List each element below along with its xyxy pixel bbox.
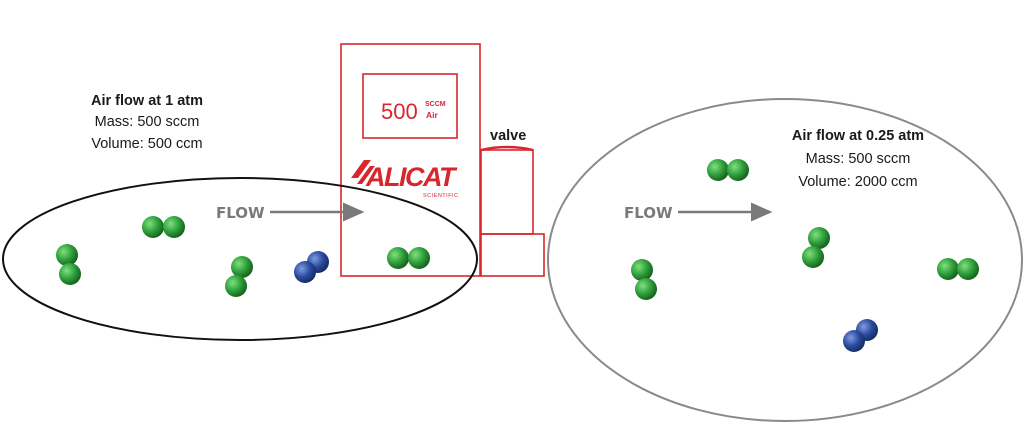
right-molecule-3 bbox=[631, 259, 657, 300]
valve-cap bbox=[480, 145, 534, 152]
brand-subtitle: SCIENTIFIC bbox=[423, 193, 459, 199]
right-volume: Volume: 2000 ccm bbox=[798, 174, 917, 190]
device-body bbox=[340, 43, 481, 277]
right-title: Air flow at 0.25 atm bbox=[792, 128, 924, 144]
right-mass: Mass: 500 sccm bbox=[806, 151, 911, 167]
right-molecule-1 bbox=[707, 159, 749, 181]
valve-label: valve bbox=[490, 128, 526, 144]
display-unit: SCCM bbox=[425, 101, 446, 108]
right-molecule-4 bbox=[937, 258, 979, 280]
right-molecule-blue bbox=[843, 319, 878, 352]
left-volume: Volume: 500 ccm bbox=[91, 136, 202, 152]
valve-body bbox=[480, 149, 534, 235]
alicat-logo-swoosh bbox=[351, 160, 375, 184]
left-molecule-3 bbox=[225, 256, 253, 297]
brand-name: ALICAT bbox=[365, 162, 458, 192]
left-mass: Mass: 500 sccm bbox=[95, 114, 200, 130]
left-molecule-1 bbox=[142, 216, 185, 238]
display-value: 500 bbox=[381, 99, 418, 124]
right-molecule-2 bbox=[802, 227, 830, 268]
left-flow-label: FLOW bbox=[216, 204, 265, 222]
left-region: Air flow at 1 atm Mass: 500 sccm Volume:… bbox=[2, 93, 478, 341]
left-flow-ellipse bbox=[2, 177, 478, 341]
left-molecule-blue bbox=[294, 251, 329, 283]
mass-flow-controller: 500 SCCM Air ALICAT SCIENTIFIC valve bbox=[340, 43, 545, 277]
display-gas: Air bbox=[426, 110, 439, 120]
left-title: Air flow at 1 atm bbox=[91, 93, 203, 109]
right-flow-ellipse bbox=[547, 98, 1023, 422]
device-display bbox=[362, 73, 458, 139]
right-region: Air flow at 0.25 atm Mass: 500 sccm Volu… bbox=[547, 98, 1023, 422]
left-molecule-4 bbox=[387, 247, 430, 269]
right-flow-label: FLOW bbox=[624, 204, 673, 222]
outlet-block bbox=[480, 233, 545, 277]
left-molecule-2 bbox=[56, 244, 81, 285]
alicat-logo: ALICAT SCIENTIFIC bbox=[351, 160, 459, 199]
